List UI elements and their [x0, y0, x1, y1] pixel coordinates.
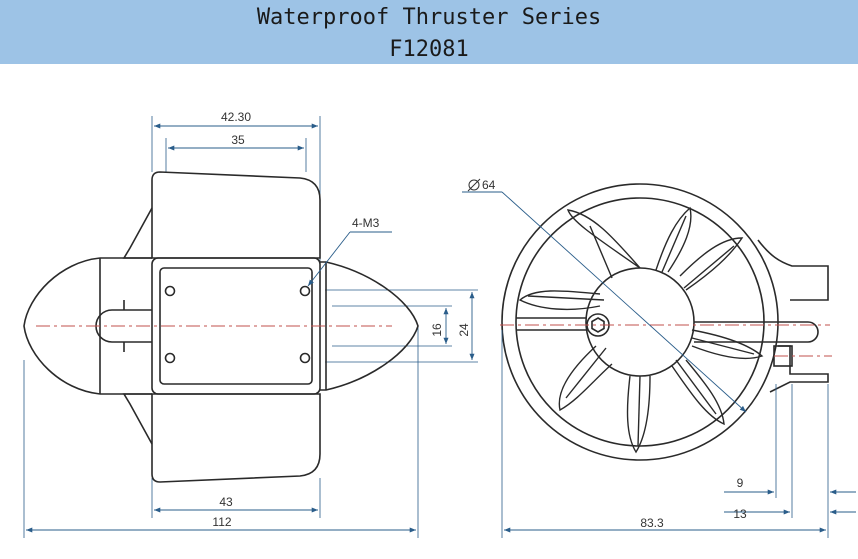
- nose-cone: [23, 257, 101, 395]
- front-view: [462, 183, 856, 538]
- mount-bracket: [757, 239, 829, 301]
- dim-top-outer: 42.30: [221, 110, 251, 124]
- dim-top-inner: 35: [231, 133, 245, 147]
- hex-bolt-icon: [591, 317, 605, 333]
- title-text: Waterproof Thruster Series: [256, 5, 602, 30]
- front-dimension-lines: [462, 191, 856, 533]
- mount-hole-icon: [299, 352, 311, 364]
- side-view: [23, 116, 478, 538]
- dim-diameter: 64: [482, 178, 496, 192]
- hub: [585, 267, 695, 377]
- mount-hole-icon: [164, 285, 176, 297]
- dim-hole-label: 4-M3: [352, 216, 380, 230]
- dim-24: 24: [457, 323, 471, 337]
- dim-112: 112: [212, 515, 231, 529]
- title-banner: Waterproof Thruster Series F12081: [0, 0, 858, 64]
- dim-43: 43: [219, 495, 233, 509]
- duct-top: [151, 171, 321, 259]
- dim-16: 16: [430, 323, 444, 337]
- dim-13: 13: [733, 507, 747, 521]
- side-dimension-lines: [25, 123, 475, 533]
- technical-drawing: 42.30 35 4-M3 16 24 43 112: [23, 110, 856, 538]
- propeller-blades: [518, 206, 764, 454]
- extension-lines: [23, 116, 478, 538]
- duct-bottom: [151, 393, 321, 483]
- side-arm: [694, 321, 819, 343]
- dim-9: 9: [737, 476, 744, 490]
- mount-hole-icon: [299, 285, 311, 297]
- mount-hole-icon: [164, 352, 176, 364]
- diameter-symbol-icon: [467, 178, 481, 192]
- dim-83-3: 83.3: [640, 516, 664, 530]
- model-text: F12081: [389, 37, 469, 62]
